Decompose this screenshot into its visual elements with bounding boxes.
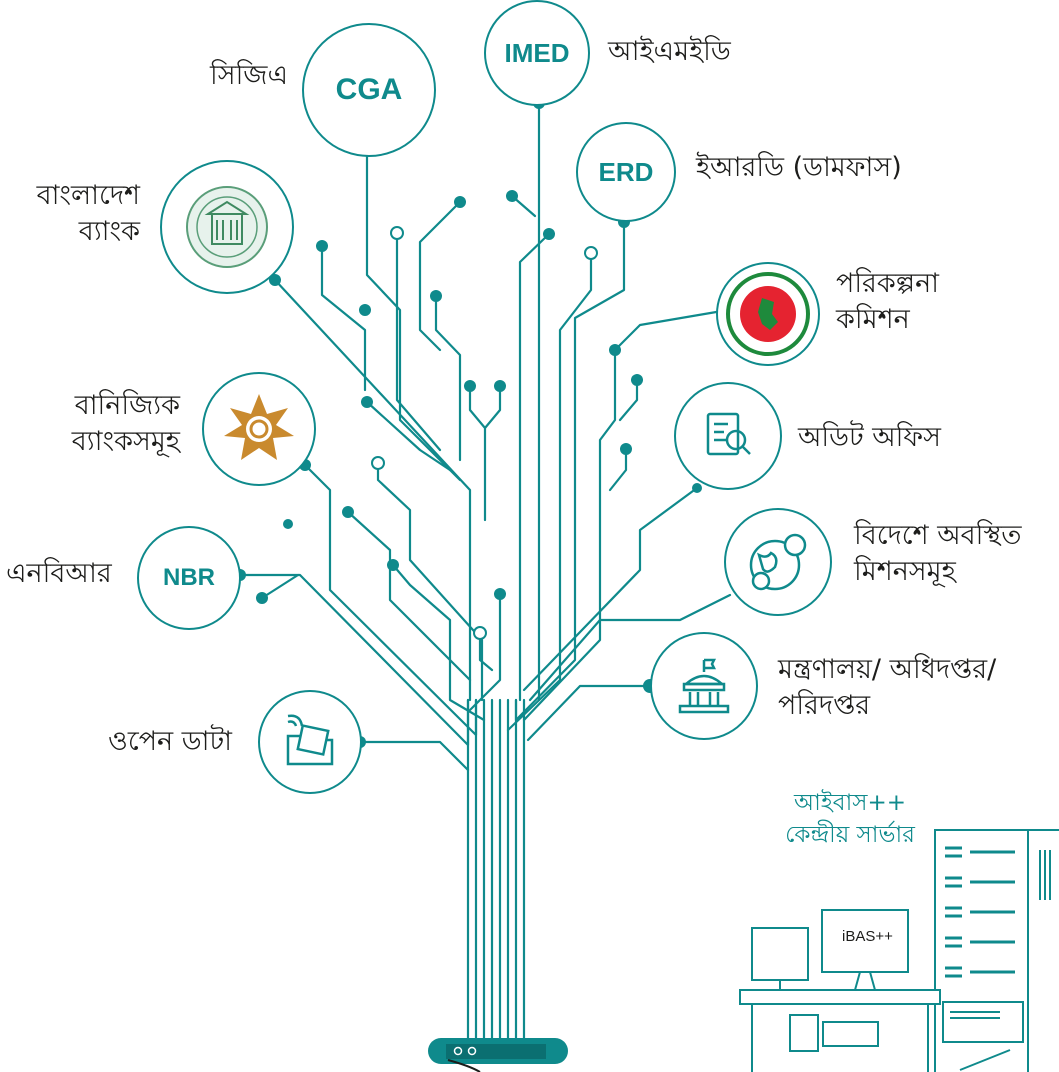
open-data-node[interactable] (258, 690, 362, 794)
imed-node[interactable]: IMED (484, 0, 590, 106)
server-screen-text: iBAS++ (842, 928, 893, 945)
commercial-label-line1: বানিজ্যিক (74, 390, 180, 421)
server-title-line1: আইবাস++ (794, 790, 906, 816)
government-building-icon (678, 658, 730, 714)
commercial-banks-node[interactable] (202, 372, 316, 486)
bangladesh-bank-label-line2: ব্যাংক (78, 216, 140, 248)
server-title: আইবাস++ কেন্দ্রীয় সার্ভার (745, 787, 955, 851)
erd-node[interactable]: ERD (576, 122, 676, 222)
server-title-line2: কেন্দ্রীয় সার্ভার (785, 822, 915, 849)
missions-abroad-node[interactable] (724, 508, 832, 616)
cga-label: সিজিএ (210, 60, 288, 91)
ministry-label-line1: মন্ত্রণালয়/ অধিদপ্তর/ (778, 654, 997, 685)
planning-commission-node[interactable] (716, 262, 820, 366)
router-icon (428, 1038, 568, 1072)
cga-node[interactable]: CGA (302, 23, 436, 157)
planning-label-line1: পরিকল্পনা (836, 268, 940, 299)
globe-money-icon (749, 533, 807, 591)
bangladesh-bank-label-line1: বাংলাদেশ (36, 180, 140, 211)
planning-label-line2: কমিশন (836, 304, 910, 336)
missions-label-line2: মিশনসমূহ (854, 556, 956, 588)
commercial-banks-label: বানিজ্যিক ব্যাংকসমূহ (30, 388, 180, 461)
cga-abbr: CGA (335, 73, 403, 106)
nbr-abbr: NBR (163, 564, 215, 591)
nbr-label: এনবিআর (6, 558, 112, 589)
audit-office-node[interactable] (674, 382, 782, 490)
imed-label: আইএমইডি (608, 36, 731, 67)
imed-abbr: IMED (504, 37, 570, 68)
bangladesh-bank-seal-icon (186, 186, 268, 268)
ministry-node[interactable] (650, 632, 758, 740)
audit-office-label: অডিট অফিস (798, 422, 941, 453)
bangladesh-bank-label: বাংলাদেশ ব্যাংক (10, 178, 140, 251)
ministry-label-line2: পরিদপ্তর (778, 690, 871, 722)
government-seal-icon (726, 272, 810, 356)
erd-abbr: ERD (598, 156, 654, 187)
folder-wifi-icon (286, 714, 334, 766)
ministry-label: মন্ত্রণালয়/ অধিদপ্তর/ পরিদপ্তর (778, 652, 996, 725)
missions-label-line1: বিদেশে অবস্থিত (854, 520, 1022, 551)
open-data-label: ওপেন ডাটা (108, 726, 232, 757)
erd-label: ইআরডি (ডামফাস) (696, 152, 902, 183)
nbr-node[interactable]: NBR (137, 526, 241, 630)
document-search-icon (706, 412, 751, 456)
planning-commission-label: পরিকল্পনা কমিশন (836, 266, 939, 339)
server-workstation-illustration (739, 829, 1059, 1072)
star-emblem-icon (224, 394, 294, 460)
commercial-label-line2: ব্যাংকসমূহ (71, 426, 180, 458)
bangladesh-bank-node[interactable] (160, 160, 294, 294)
missions-abroad-label: বিদেশে অবস্থিত মিশনসমূহ (854, 518, 1021, 591)
